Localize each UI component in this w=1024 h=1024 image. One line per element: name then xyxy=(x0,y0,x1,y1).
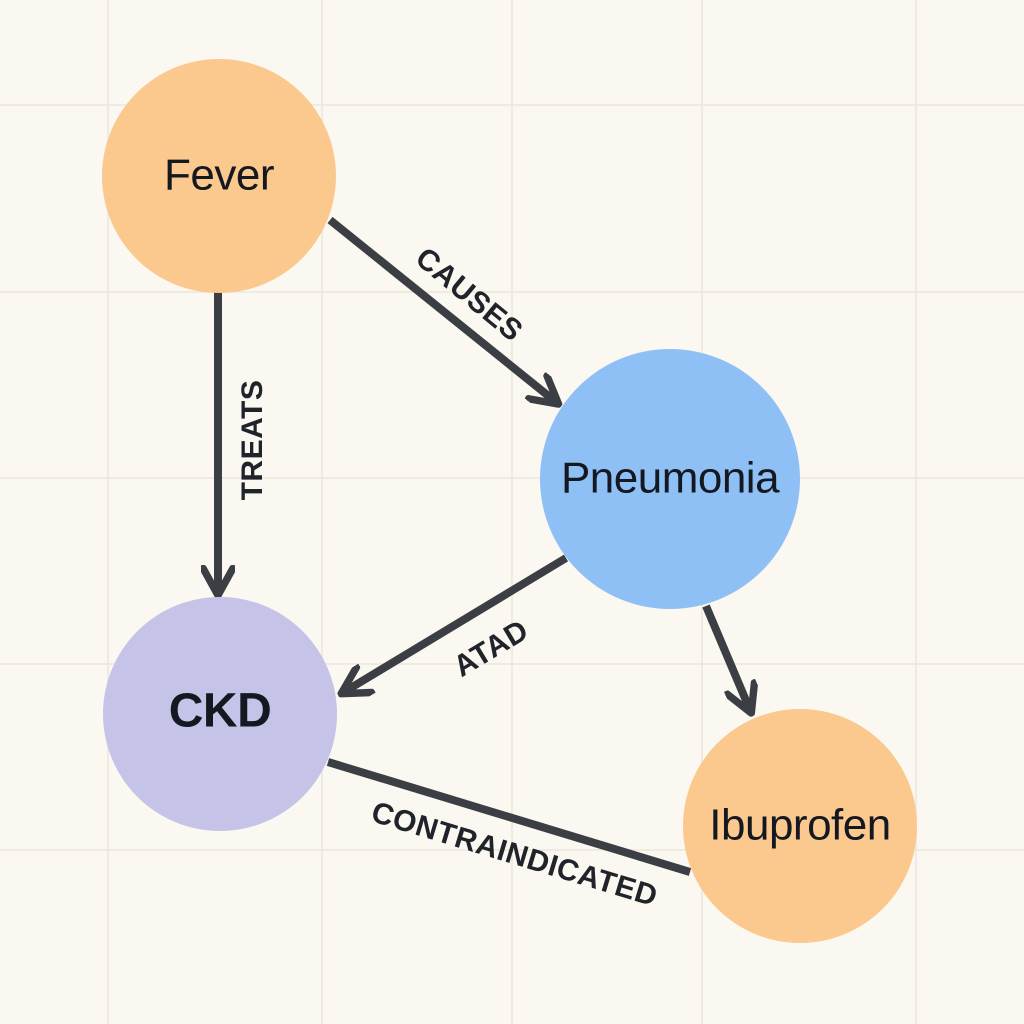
edge-pneumonia-ckd[interactable] xyxy=(344,554,569,692)
edge-fever-pneumonia[interactable] xyxy=(327,216,556,402)
edge-pneumonia-ibuprofen[interactable] xyxy=(702,604,750,710)
node-fever-circle[interactable] xyxy=(102,59,336,293)
node-fever-label: Fever xyxy=(164,151,274,200)
node-ckd-circle[interactable] xyxy=(103,597,337,831)
node-ibuprofen-circle[interactable] xyxy=(683,709,917,943)
node-ckd[interactable]: CKD xyxy=(103,597,337,831)
edge-label-contraindicated: CONTRAINDICATED xyxy=(368,796,662,913)
edges xyxy=(218,216,750,876)
edge-ckd-ibuprofen[interactable] xyxy=(326,758,692,876)
node-pneumonia[interactable]: Pneumonia xyxy=(540,349,800,609)
node-pneumonia-label: Pneumonia xyxy=(561,454,780,503)
edge-label-treats: TREATS xyxy=(236,380,269,501)
node-ibuprofen-label: Ibuprofen xyxy=(709,801,890,850)
node-ckd-label: CKD xyxy=(169,685,272,738)
node-ibuprofen[interactable]: Ibuprofen xyxy=(683,709,917,943)
node-fever[interactable]: Fever xyxy=(102,59,336,293)
node-pneumonia-circle[interactable] xyxy=(540,349,800,609)
